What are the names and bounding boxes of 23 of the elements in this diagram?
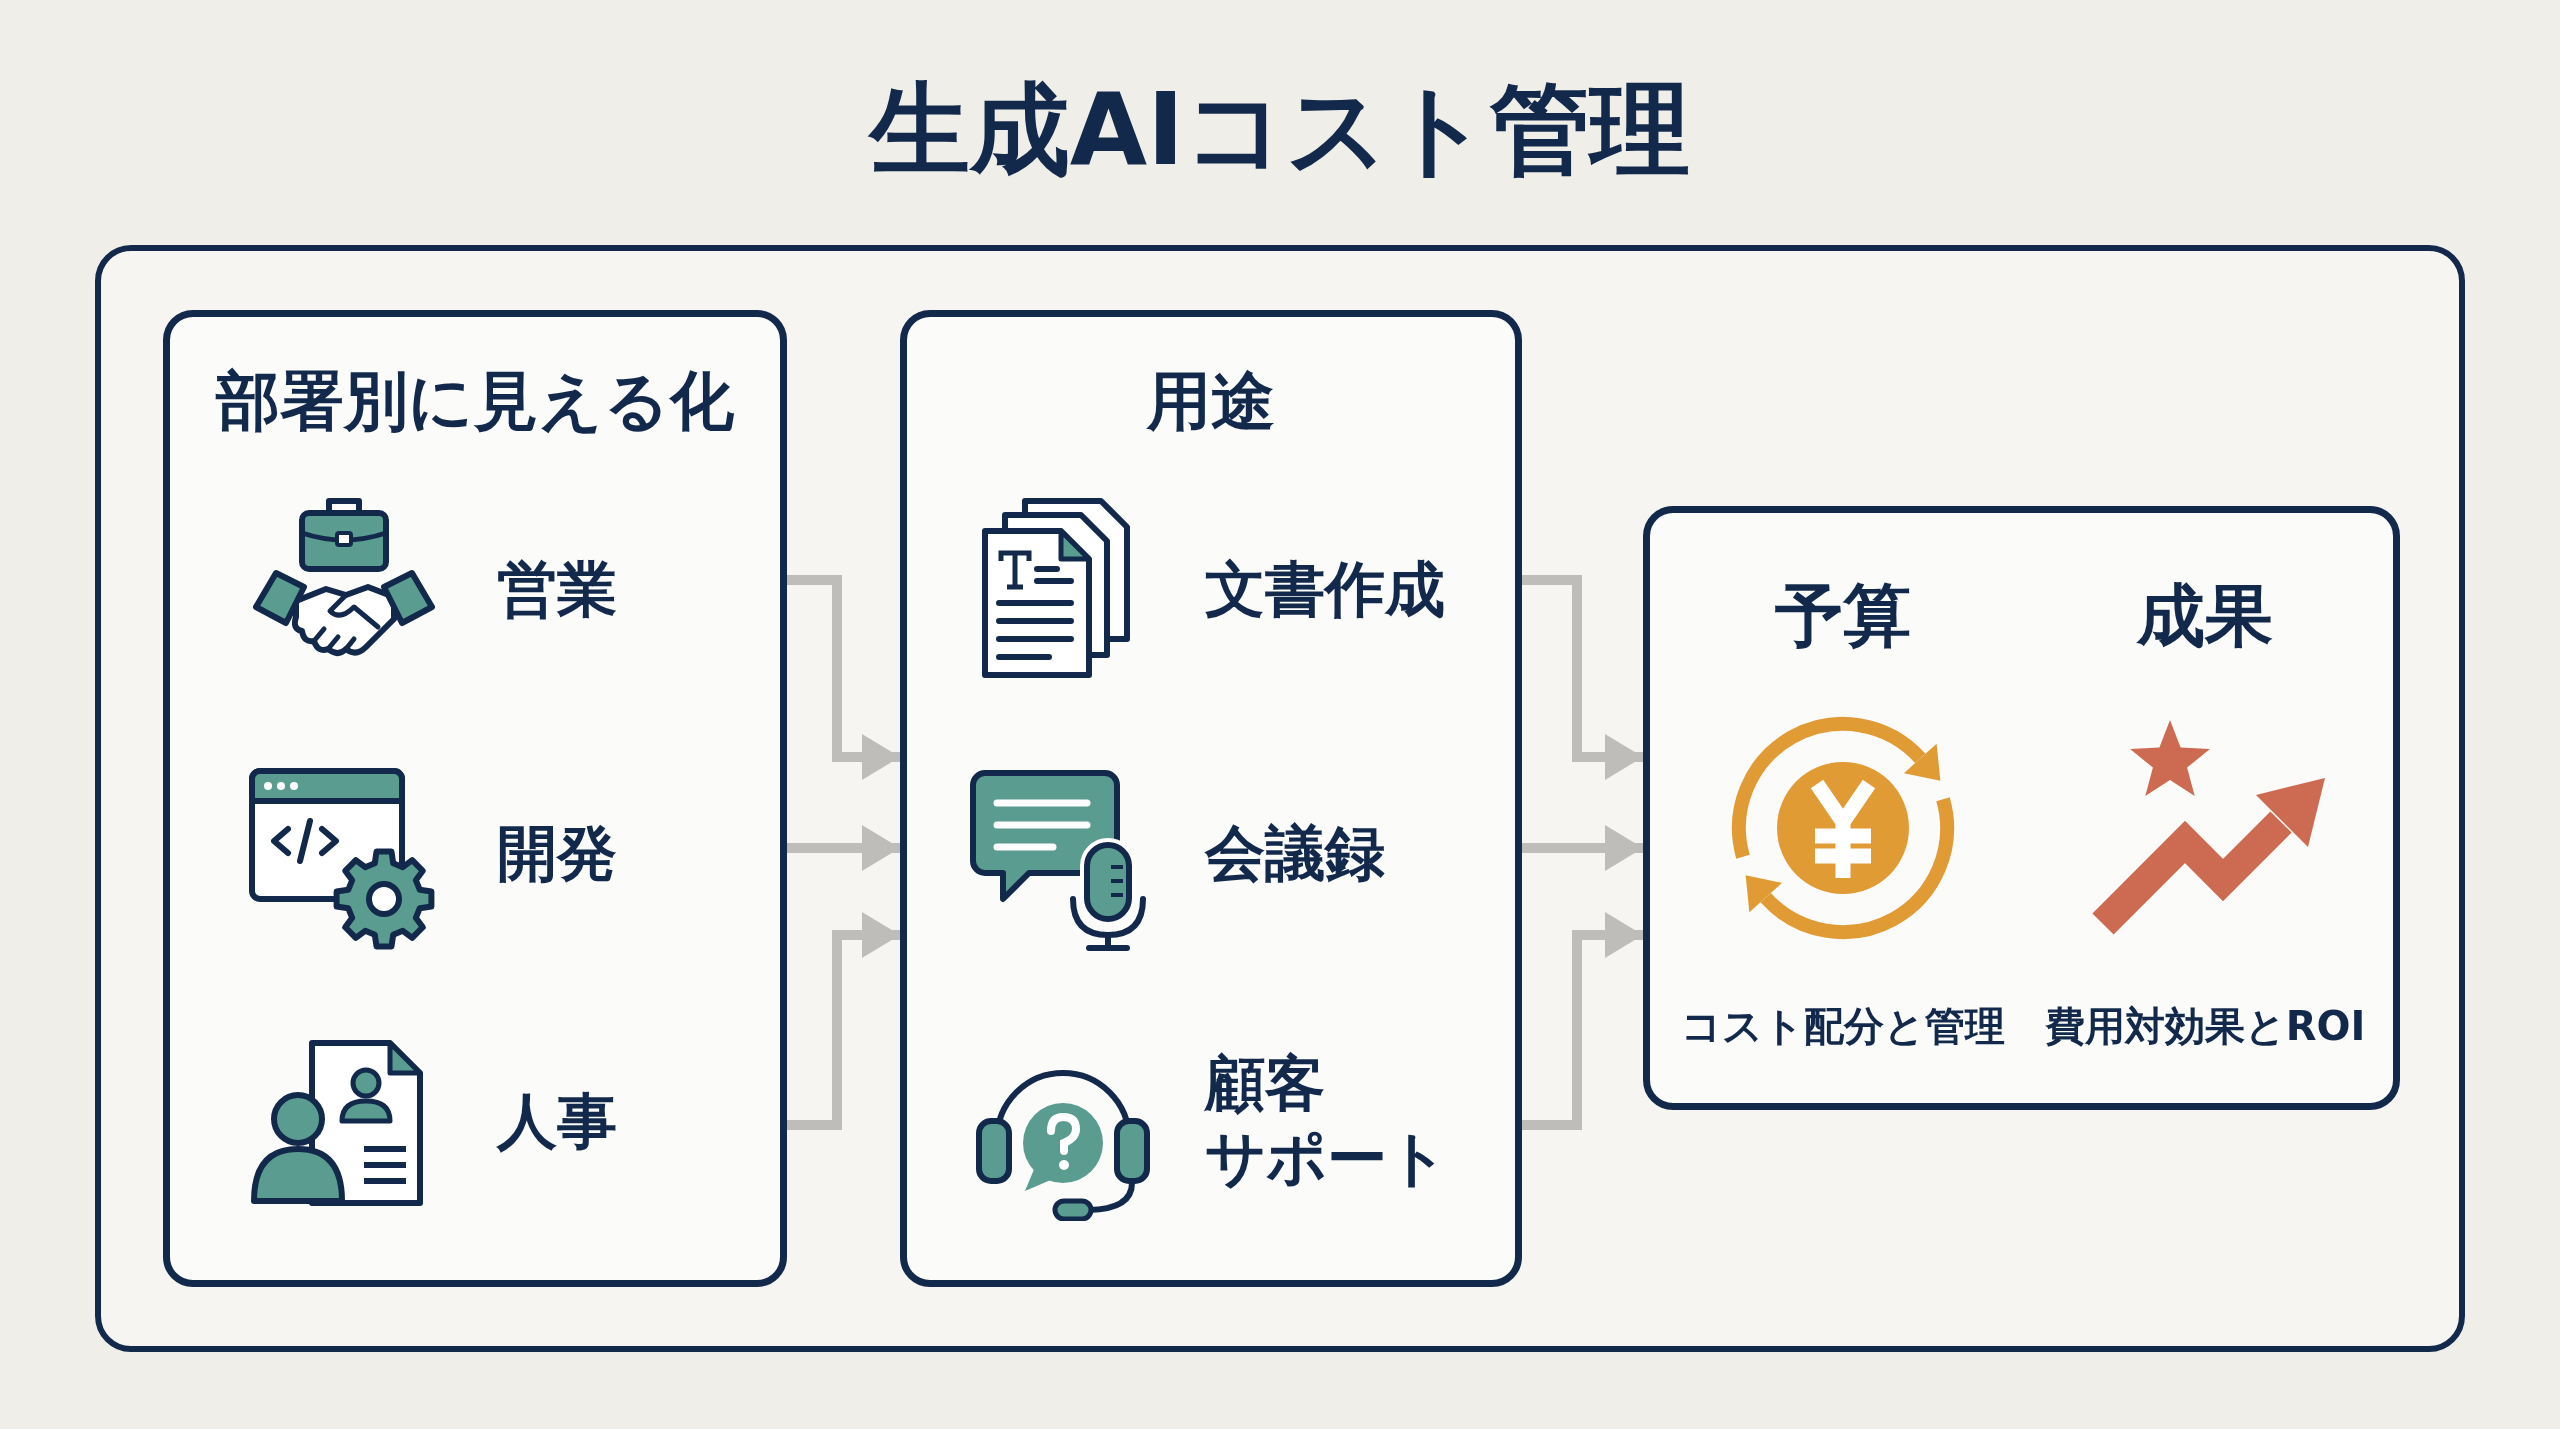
arrow	[787, 912, 900, 1130]
panel	[900, 310, 1522, 1287]
arrow	[787, 825, 900, 871]
panel-heading: 部署別に見える化	[216, 363, 734, 440]
arrow	[1522, 825, 1643, 871]
item-label: 文書作成	[1205, 552, 1445, 626]
title: 生成AIコスト管理	[869, 70, 1691, 190]
column-label: 費用対効果とROI	[2044, 1002, 2366, 1051]
column-heading: 予算	[1775, 575, 1911, 657]
item-label: 営業	[497, 552, 617, 626]
arrow	[1522, 575, 1643, 780]
panel	[1643, 506, 2400, 1110]
arrow	[1522, 912, 1643, 1130]
arrow	[787, 575, 900, 780]
item-label: 人事	[497, 1084, 617, 1158]
item-label: 開発	[497, 816, 617, 890]
item-label: 顧客サポート	[1205, 1047, 1448, 1195]
item-label: 会議録	[1205, 816, 1385, 890]
panel	[163, 310, 787, 1287]
column-label: コスト配分と管理	[1681, 1002, 2005, 1051]
panel-heading: 用途	[1147, 363, 1275, 440]
outer-frame	[95, 245, 2465, 1352]
column-heading: 成果	[2137, 575, 2273, 657]
